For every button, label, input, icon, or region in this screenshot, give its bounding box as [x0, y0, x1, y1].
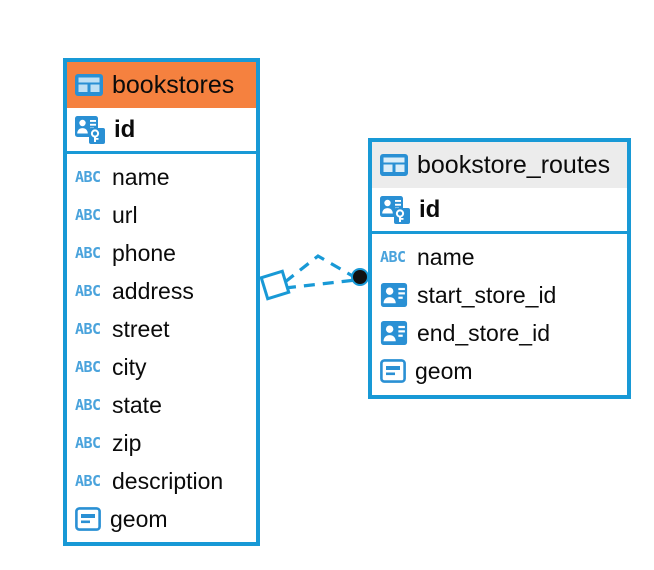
field-label-state: state — [112, 391, 162, 418]
field-label-phone: phone — [112, 239, 176, 266]
field-list-bookstore-routes: ABC name start_store_id — [372, 234, 627, 390]
table-icon — [380, 154, 408, 176]
entity-header-bookstore-routes[interactable]: bookstore_routes — [372, 142, 627, 188]
primary-key-icon — [380, 195, 410, 224]
geometry-field-icon — [380, 359, 406, 383]
primary-key-icon — [75, 115, 105, 144]
text-field-icon: ABC — [75, 396, 101, 414]
field-label-street: street — [112, 315, 170, 342]
text-field-icon: ABC — [75, 358, 101, 376]
field-label-routes-geom: geom — [415, 357, 473, 384]
field-label-zip: zip — [112, 429, 142, 456]
field-row-city[interactable]: ABC city — [67, 348, 256, 386]
field-row-state[interactable]: ABC state — [67, 386, 256, 424]
field-row-routes-geom[interactable]: geom — [372, 352, 627, 390]
field-label-end-store-id: end_store_id — [417, 319, 550, 346]
entity-header-bookstores[interactable]: bookstores — [67, 62, 256, 108]
foreign-key-icon — [380, 321, 408, 345]
text-field-icon: ABC — [75, 244, 101, 262]
field-row-description[interactable]: ABC description — [67, 462, 256, 500]
entity-title-bookstores: bookstores — [112, 70, 235, 99]
relationship-source-diamond-marker[interactable] — [259, 269, 291, 301]
geometry-field-icon — [75, 507, 101, 531]
table-icon — [75, 74, 103, 96]
field-row-bookstore-routes-id[interactable]: id — [372, 188, 627, 234]
field-row-phone[interactable]: ABC phone — [67, 234, 256, 272]
text-field-icon: ABC — [75, 320, 101, 338]
field-label-city: city — [112, 353, 147, 380]
field-row-address[interactable]: ABC address — [67, 272, 256, 310]
field-label-url: url — [112, 201, 138, 228]
text-field-icon: ABC — [75, 206, 101, 224]
entity-table-bookstores[interactable]: bookstores id — [63, 58, 260, 546]
field-row-bookstores-id[interactable]: id — [67, 108, 256, 154]
foreign-key-icon — [380, 283, 408, 307]
field-row-zip[interactable]: ABC zip — [67, 424, 256, 462]
relationship-line-1[interactable] — [284, 254, 357, 284]
field-label-geom: geom — [110, 505, 168, 532]
field-list-bookstores: ABC name ABC url ABC phone ABC — [67, 154, 256, 538]
relationship-line-2[interactable] — [284, 278, 357, 290]
field-row-routes-name[interactable]: ABC name — [372, 238, 627, 276]
field-row-geom[interactable]: geom — [67, 500, 256, 538]
relationship-target-circle-marker[interactable] — [351, 268, 369, 286]
entity-table-bookstore-routes[interactable]: bookstore_routes id — [368, 138, 631, 399]
field-row-end-store-id[interactable]: end_store_id — [372, 314, 627, 352]
field-label-start-store-id: start_store_id — [417, 281, 557, 308]
field-row-name[interactable]: ABC name — [67, 158, 256, 196]
text-field-icon: ABC — [380, 248, 406, 266]
text-field-icon: ABC — [75, 282, 101, 300]
primary-key-label-bookstore-routes: id — [419, 195, 441, 223]
entity-title-bookstore-routes: bookstore_routes — [417, 150, 611, 179]
field-label-routes-name: name — [417, 243, 475, 270]
field-label-address: address — [112, 277, 194, 304]
text-field-icon: ABC — [75, 472, 101, 490]
field-row-street[interactable]: ABC street — [67, 310, 256, 348]
primary-key-label-bookstores: id — [114, 115, 136, 143]
field-label-description: description — [112, 467, 224, 494]
field-row-start-store-id[interactable]: start_store_id — [372, 276, 627, 314]
field-row-url[interactable]: ABC url — [67, 196, 256, 234]
field-label-name: name — [112, 163, 170, 190]
text-field-icon: ABC — [75, 168, 101, 186]
text-field-icon: ABC — [75, 434, 101, 452]
